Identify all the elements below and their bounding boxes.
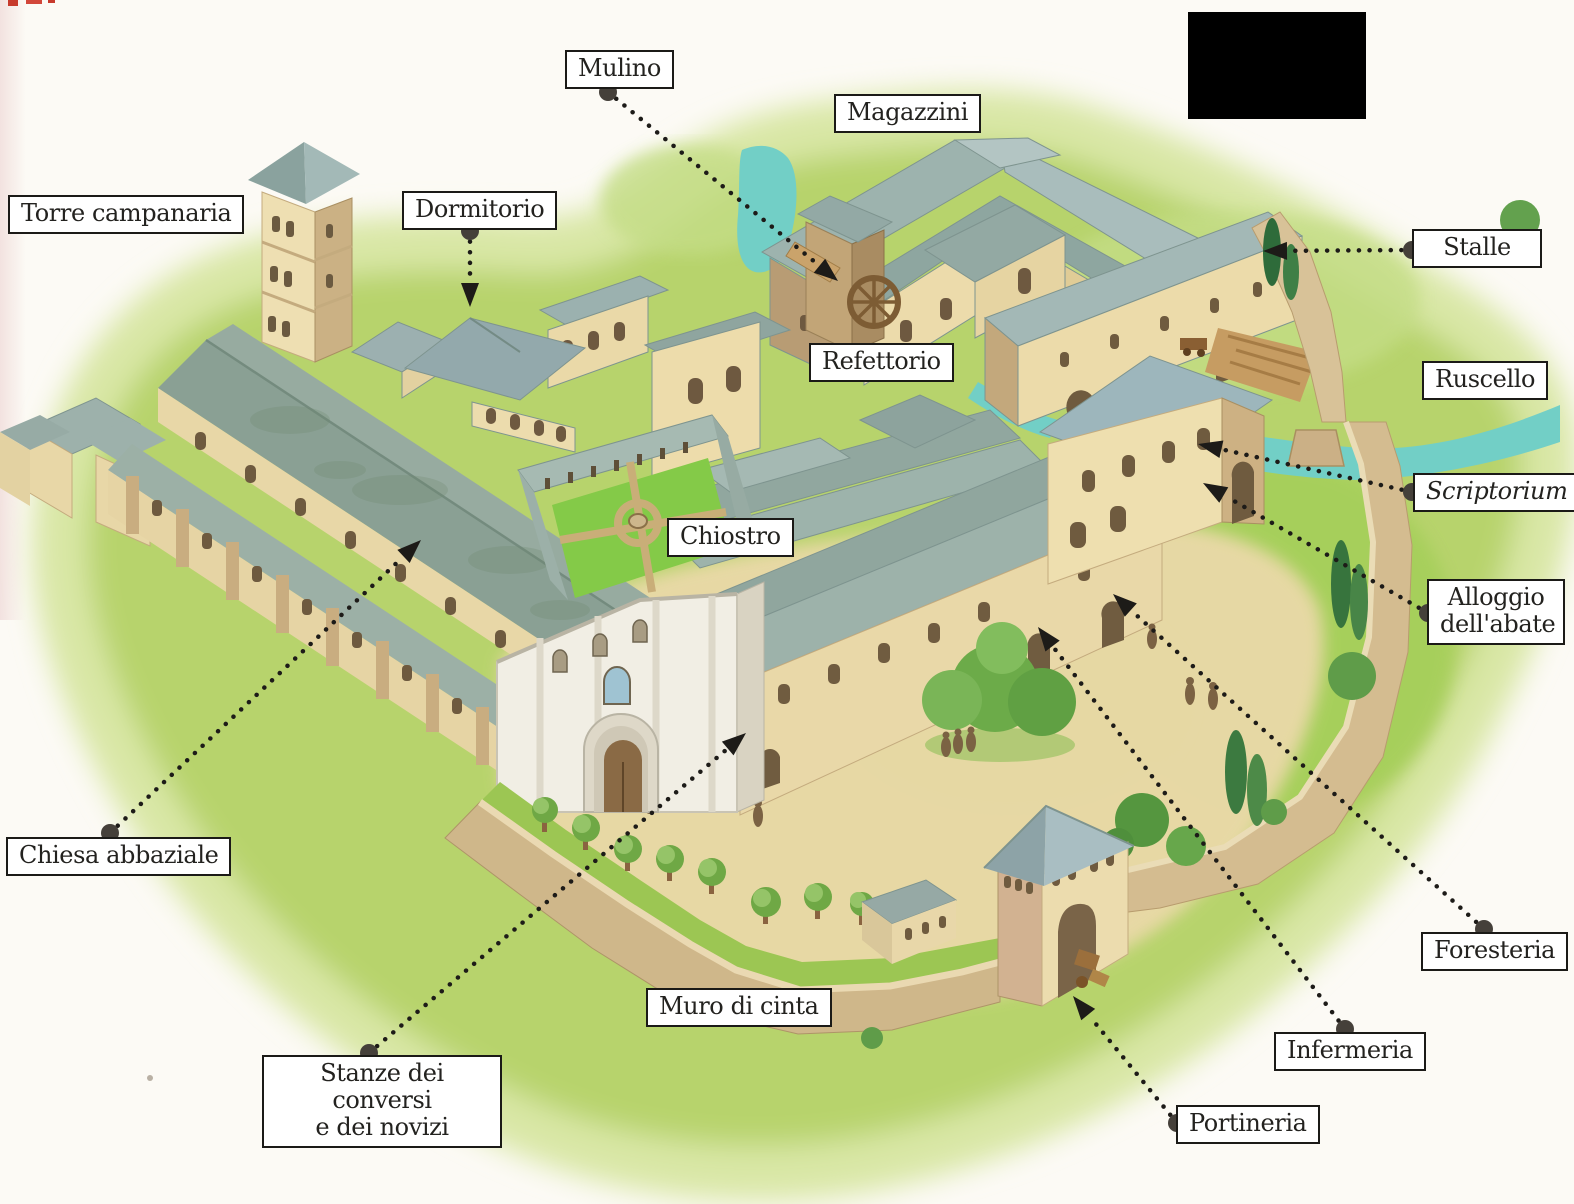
leader-scriptorium	[1198, 440, 1421, 501]
arrowhead-mulino	[813, 258, 838, 281]
leader-dot-infermeria	[1336, 1020, 1354, 1038]
scriptorium-building	[1038, 355, 1274, 585]
cloister	[517, 414, 760, 600]
tree-row	[532, 797, 874, 925]
gate-cart	[1074, 948, 1110, 988]
leader-dot-mulino	[599, 83, 617, 101]
abbot-door	[1231, 461, 1254, 524]
gate-arch	[1058, 903, 1096, 998]
dormitory	[350, 317, 587, 453]
leader-infermeria	[1038, 627, 1354, 1038]
redacted-region	[1188, 12, 1366, 119]
bell-tower	[248, 142, 360, 363]
leader-dot-foresteria	[1475, 920, 1493, 938]
tympanum-window	[603, 666, 631, 705]
water-wheel	[847, 275, 901, 329]
leader-portineria	[1073, 996, 1186, 1132]
guesthouse-door	[1101, 601, 1124, 648]
leader-dot-scriptorium	[1403, 483, 1421, 501]
leader-stanze-conversi	[360, 733, 746, 1062]
scan-artifacts	[0, 0, 153, 1081]
gatehouse	[860, 804, 1135, 1007]
arrowhead-portineria	[1073, 996, 1096, 1021]
leader-dot-chiesa-abbaziale	[101, 824, 119, 842]
leader-chiesa-abbaziale	[101, 540, 421, 842]
arrowhead-dormitorio	[461, 283, 479, 307]
arrowhead-scriptorium	[1198, 440, 1224, 459]
bridge	[1287, 429, 1345, 467]
cart	[1180, 338, 1207, 357]
leader-alloggio-abate	[1203, 483, 1437, 622]
leader-mulino	[599, 83, 838, 281]
arrowhead-infermeria	[1038, 627, 1060, 652]
leader-dot-portineria	[1168, 1114, 1186, 1132]
bush-cluster	[922, 622, 1076, 762]
fountain	[628, 513, 648, 529]
leader-dot-stalle	[1403, 241, 1421, 259]
arrowhead-stalle	[1263, 241, 1288, 260]
leader-stalle	[1263, 241, 1421, 260]
enclosure-wall-left	[444, 782, 1001, 1049]
field	[1180, 328, 1318, 402]
church-facade	[496, 581, 765, 813]
leader-dot-dormitorio	[461, 222, 479, 240]
leader-dormitorio	[461, 222, 479, 307]
leader-dot-stanze-conversi	[360, 1044, 378, 1062]
shed	[860, 879, 958, 964]
arrowhead-stanze-conversi	[721, 733, 746, 756]
arrowhead-chiesa-abbaziale	[397, 540, 421, 564]
leader-foresteria	[1113, 594, 1493, 938]
arrowhead-foresteria	[1113, 594, 1137, 617]
buttresses	[126, 476, 489, 765]
portal	[583, 713, 659, 813]
mill	[785, 195, 901, 353]
arrowhead-alloggio-abate	[1203, 483, 1229, 503]
leader-dot-alloggio-abate	[1419, 604, 1437, 622]
small-bush	[861, 1027, 883, 1049]
